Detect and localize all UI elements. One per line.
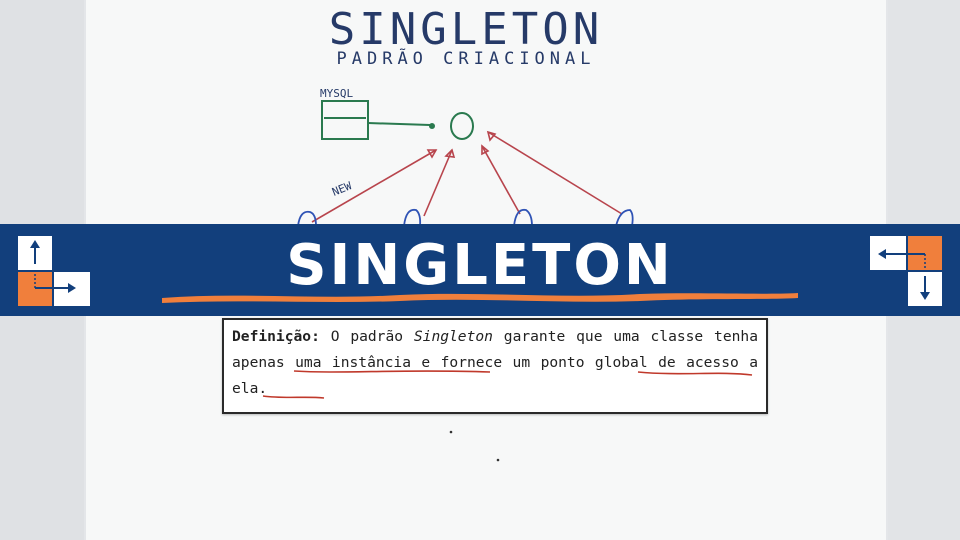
definition-label: Definição:: [232, 328, 320, 345]
db-label: MYSQL: [320, 87, 353, 100]
db-box: [321, 100, 369, 140]
singleton-instance-circle: [450, 112, 474, 140]
swap-arrows-logo-icon: [870, 236, 942, 306]
client-shapes: [297, 208, 634, 227]
brush-underline: [162, 293, 798, 303]
instance-request-arrows: [311, 130, 623, 223]
definition-text: Definição: O padrão Singleton garante qu…: [232, 324, 758, 402]
swap-arrows-logo-icon: [18, 236, 90, 306]
definition-part: O padrão: [319, 328, 414, 345]
board-title: SINGLETON: [329, 4, 603, 55]
board-subtitle: PADRÃO CRIACIONAL: [337, 47, 596, 69]
highlight-access: acesso: [686, 354, 739, 371]
db-connection-line: [367, 122, 431, 126]
definition-part: a ela.: [232, 354, 758, 397]
highlight-only-one-instance: apenas uma instância: [232, 354, 411, 371]
definition-part: de: [647, 354, 687, 371]
definition-part: garante que uma classe tenha: [492, 328, 758, 345]
definition-part: e fornece um: [411, 354, 541, 371]
highlight-global-point: ponto global: [540, 354, 648, 371]
definition-emphasis: Singleton: [413, 328, 493, 345]
banner-title: SINGLETON: [286, 233, 674, 298]
title-banner: SINGLETON: [0, 224, 960, 316]
